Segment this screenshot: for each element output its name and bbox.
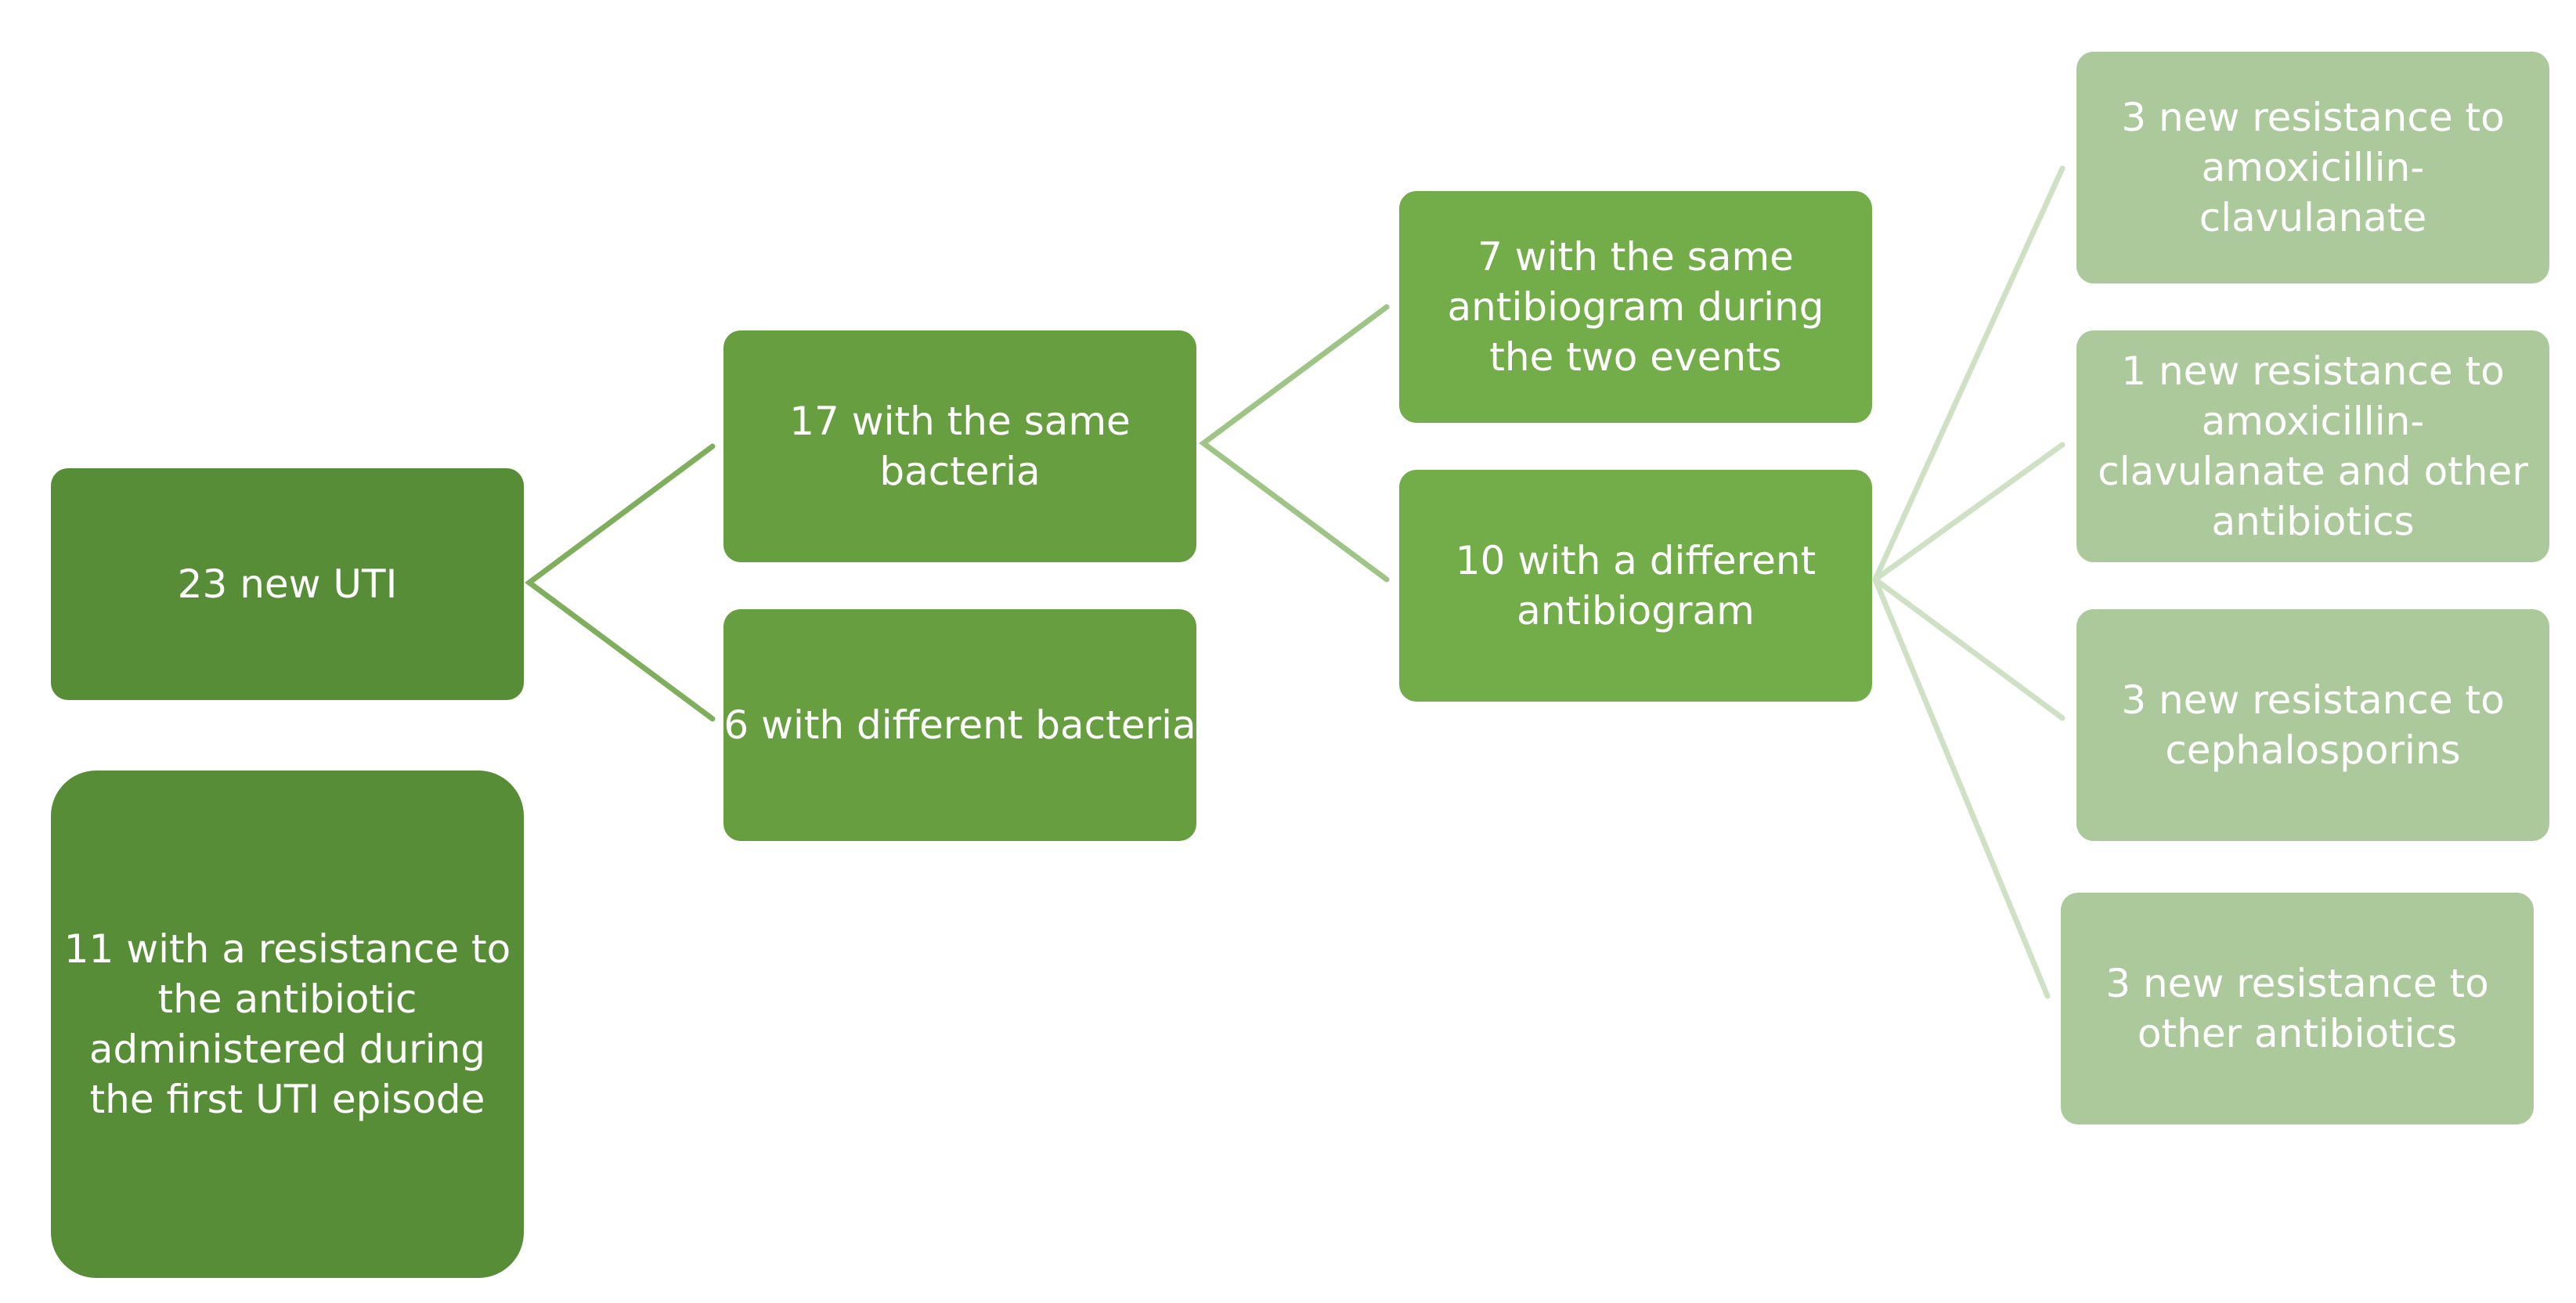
node-resistance-note-label: 11 with a resistance to the antibiotic a… (63, 926, 511, 1122)
node-cephalosporins: 3 new resistance to cephalosporins (2076, 609, 2549, 841)
node-same-antibiogram-label: 7 with the same antibiogram during the t… (1447, 234, 1824, 380)
node-resistance-note: 11 with a resistance to the antibiotic a… (51, 771, 524, 1278)
node-different-bacteria-label: 6 with different bacteria (723, 702, 1196, 748)
node-different-antibiogram: 10 with a different antibiogram (1399, 470, 1872, 702)
node-cephalosporins-label: 3 new resistance to cephalosporins (2121, 677, 2505, 773)
node-amox-clav-other: 1 new resistance to amoxicillin-clavulan… (2076, 330, 2549, 562)
node-different-antibiogram-label: 10 with a different antibiogram (1455, 538, 1817, 633)
node-root-label: 23 new UTI (177, 561, 398, 607)
node-other-antibiotics: 3 new resistance to other antibiotics (2061, 893, 2534, 1124)
node-amox-clav-label: 3 new resistance to amoxicillin-clavulan… (2121, 95, 2505, 240)
connector-same-bacteria-to-antibiogram (1199, 304, 1390, 583)
connector-root-to-same-bacteria (525, 443, 716, 722)
node-amox-clav: 3 new resistance to amoxicillin-clavulan… (2076, 52, 2549, 283)
node-same-bacteria-label: 17 with the same bacteria (789, 399, 1131, 494)
node-different-bacteria: 6 with different bacteria (723, 609, 1196, 841)
node-root: 23 new UTI (51, 468, 524, 700)
connector-to-amox-clav-other (1872, 442, 2065, 583)
node-amox-clav-other-label: 1 new resistance to amoxicillin-clavulan… (2098, 348, 2528, 544)
node-same-antibiogram: 7 with the same antibiogram during the t… (1399, 191, 1872, 423)
connector-to-amox-clav (1872, 165, 2065, 583)
node-same-bacteria: 17 with the same bacteria (723, 330, 1196, 562)
connector-to-other-antibiotics (1872, 576, 2051, 999)
node-other-antibiotics-label: 3 new resistance to other antibiotics (2105, 961, 2489, 1056)
connector-to-cephalosporins (1872, 576, 2065, 721)
